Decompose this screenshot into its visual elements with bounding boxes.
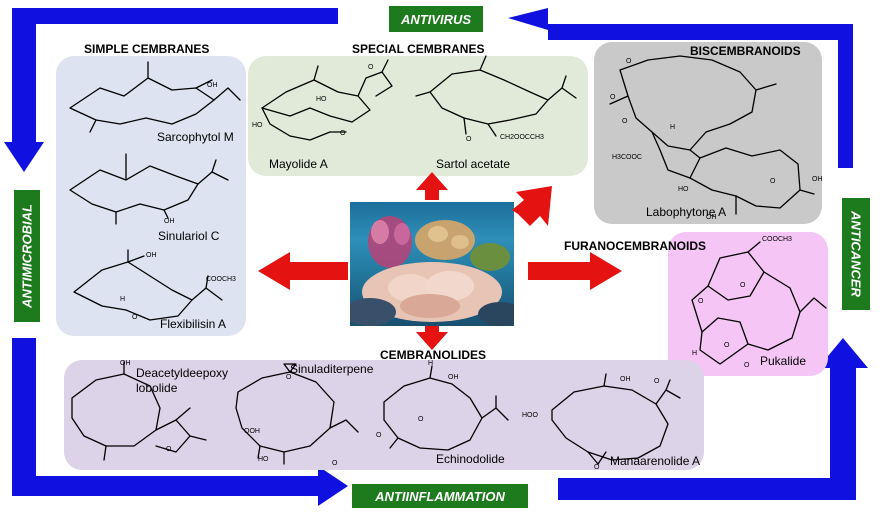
structure-pukalide [691, 241, 827, 365]
red-arrow-left [258, 252, 348, 290]
label-deacetyldeepoxy-lobolide: Deacetyldeepoxy lobolide [136, 366, 229, 395]
group-label: H [428, 360, 434, 367]
title-special-cembranes: SPECIAL CEMBRANES [352, 42, 485, 56]
structure-sartol-acetate [415, 55, 577, 137]
group-label: H [692, 350, 698, 357]
group-label: O [368, 64, 374, 71]
activity-label-antivirus: ANTIVIRUS [389, 6, 483, 32]
group-label: OH [120, 360, 131, 367]
soft-coral-photo [350, 202, 514, 326]
group-label: OH [812, 176, 823, 183]
cycle-arrow-top [508, 8, 853, 168]
group-label: CH2OOCCH3 [500, 134, 544, 141]
structure-deacetyldeepoxy-lobolide [71, 361, 207, 461]
group-label: HO [258, 456, 269, 463]
structure-manaarenolide-a [551, 373, 681, 465]
group-label: HO [252, 122, 263, 129]
group-label: HOO [522, 412, 538, 419]
group-label: OH [146, 252, 157, 259]
group-label: HO [316, 96, 327, 103]
label-pukalide: Pukalide [760, 354, 807, 368]
group-label: OH [448, 374, 459, 381]
group-label: O [626, 58, 632, 65]
activity-label-anticancer: ANTICANCER [842, 198, 870, 310]
group-label: O [770, 178, 776, 185]
group-label: O [744, 362, 750, 369]
group-label: O [622, 118, 628, 125]
label-sinuladiterpene: Sinuladiterpene [290, 362, 374, 376]
group-label: COOCH3 [762, 236, 792, 243]
group-label: O [724, 342, 730, 349]
group-label: O [286, 374, 292, 381]
structure-sinuladiterpene [235, 363, 359, 465]
biscembranoids-panel [594, 42, 822, 224]
red-arrow-right [528, 252, 622, 290]
group-label: COOCH3 [206, 276, 236, 283]
structure-mayolide-a [261, 59, 393, 141]
activity-label-antiinflammation: ANTIINFLAMMATION [352, 484, 528, 508]
structure-sarcophytol-m [69, 61, 241, 133]
group-label: O [418, 416, 424, 423]
structure-echinodolide [383, 365, 509, 451]
group-label: O [698, 298, 704, 305]
group-label: H [670, 124, 676, 131]
label-sarcophytol-m: Sarcophytol M [157, 130, 234, 144]
label-sinulariol-c: Sinulariol C [158, 229, 220, 243]
group-label: O [466, 136, 472, 143]
group-label: H [120, 296, 126, 303]
label-echinodolide: Echinodolide [436, 452, 505, 466]
cycle-arrow-bottom-left [12, 338, 348, 506]
red-arrow-up [416, 172, 448, 200]
title-furanocembranoids: FURANOCEMBRANOIDS [564, 239, 706, 253]
label-manaarenolide-a: Manaarenolide A [610, 454, 701, 468]
group-label: HO [678, 186, 689, 193]
furanocembranoids-panel [668, 232, 828, 376]
special-cembranes-panel [248, 56, 588, 176]
red-arrow-up-right [512, 186, 552, 226]
structure-flexibilisin-a [73, 249, 223, 321]
group-label: O [654, 378, 660, 385]
simple-cembranes-panel [56, 56, 246, 336]
group-label: OH [207, 82, 218, 89]
red-arrow-down [416, 326, 448, 350]
group-label: O [332, 460, 338, 467]
label-sartol-acetate: Sartol acetate [436, 157, 511, 171]
group-label: OH [620, 376, 631, 383]
group-label: O [340, 130, 346, 137]
group-label: O [166, 446, 172, 453]
cycle-arrow-bottom-right [558, 338, 868, 500]
group-label: O [610, 94, 616, 101]
group-label: H3COOC [612, 154, 642, 161]
label-flexibilisin-a: Flexibilisin A [160, 317, 227, 331]
group-label: OOH [244, 428, 260, 435]
label-mayolide-a: Mayolide A [269, 157, 328, 171]
structure-labophytone-a [609, 55, 815, 215]
structure-sinulariol-c [69, 153, 229, 225]
group-label: O [594, 464, 600, 471]
group-label: O [740, 282, 746, 289]
group-label: OH [706, 214, 717, 221]
title-cembranolides: CEMBRANOLIDES [380, 348, 487, 362]
title-biscembranoids: BISCEMBRANOIDS [690, 44, 801, 58]
title-simple-cembranes: SIMPLE CEMBRANES [84, 42, 210, 56]
group-label: OH [164, 218, 175, 225]
group-label: O [132, 314, 138, 321]
group-label: O [376, 432, 382, 439]
label-labophytone-a: Labophytone A [646, 205, 727, 219]
